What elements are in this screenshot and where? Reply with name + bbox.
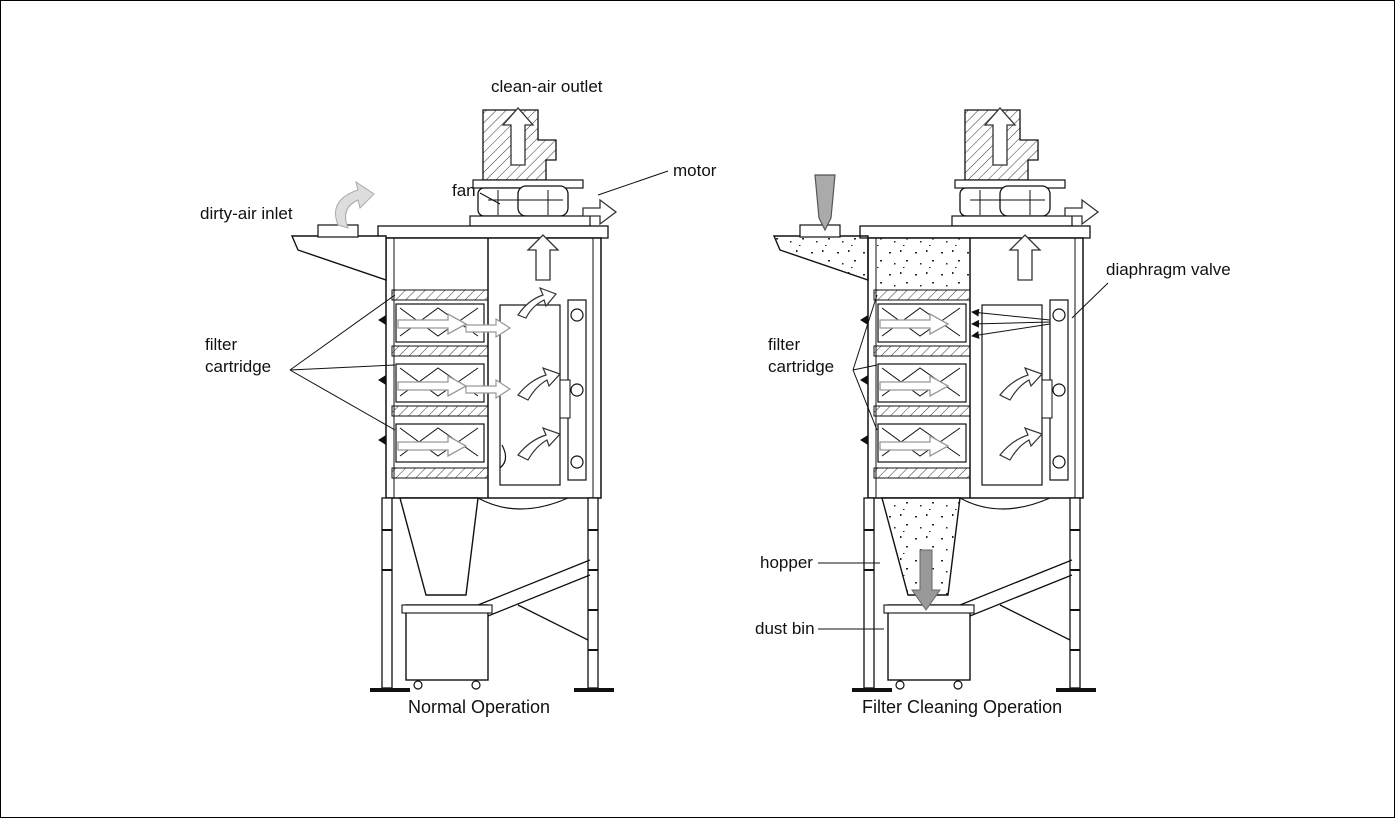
clean-air-outlet-label: clean-air outlet: [491, 77, 603, 96]
hopper-label: hopper: [760, 553, 813, 572]
inlet-down-arrow: [814, 174, 836, 232]
motor-label: motor: [673, 161, 717, 180]
filter-cleaning-operation-caption: Filter Cleaning Operation: [862, 697, 1062, 717]
normal-operation-unit: [290, 107, 618, 693]
filter-cartridge-label-line1-right: filter: [768, 335, 800, 354]
diaphragm-valve-label: diaphragm valve: [1106, 260, 1231, 279]
filter-cartridge-label-line1: filter: [205, 335, 237, 354]
dust-bin-label: dust bin: [755, 619, 815, 638]
filter-cleaning-unit: [772, 107, 1100, 693]
clean-air-outlet-arrow: [501, 107, 535, 166]
normal-operation-caption: Normal Operation: [408, 697, 550, 717]
dirty-air-inlet-label: dirty-air inlet: [200, 204, 293, 223]
filter-cartridge-leader-lines: [289, 294, 396, 431]
filter-cartridge-label-line2-right: cartridge: [768, 357, 834, 376]
filter-cartridge-label-line2: cartridge: [205, 357, 271, 376]
filter-cartridge-leader-lines-right: [852, 294, 878, 431]
fan-label: fan: [452, 181, 476, 200]
